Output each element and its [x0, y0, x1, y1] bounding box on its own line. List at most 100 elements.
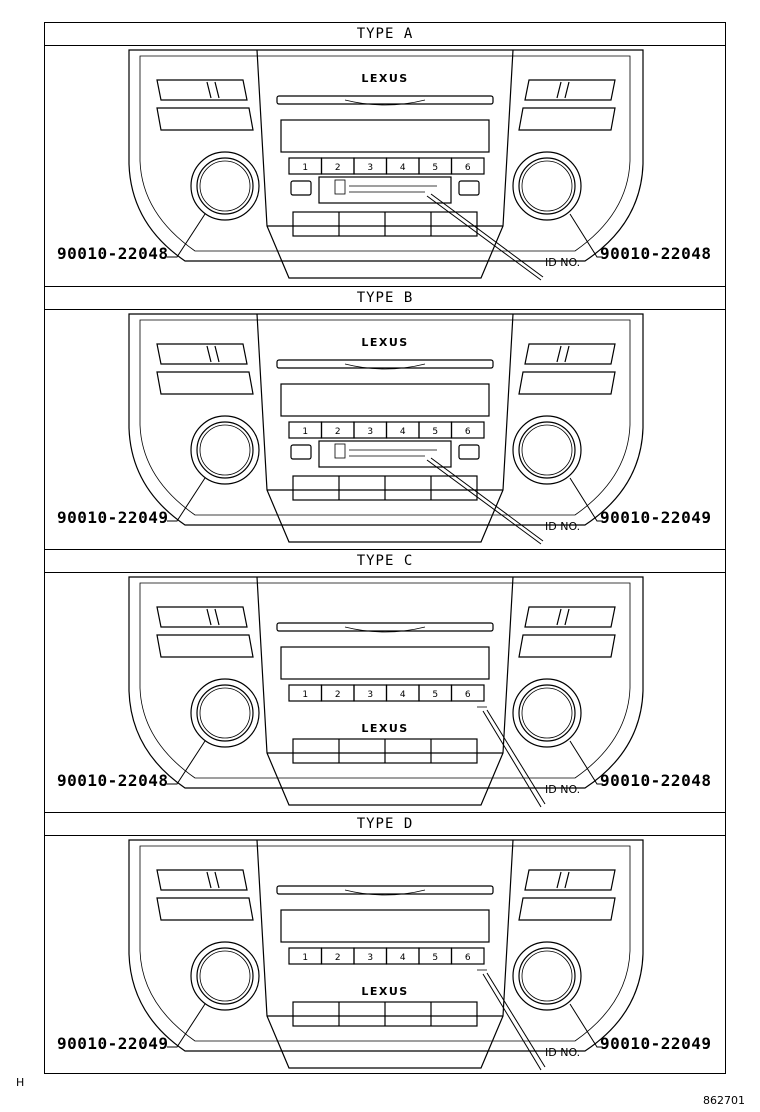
cd-slot-curve — [344, 99, 426, 106]
left-vent-upper — [156, 79, 248, 101]
right-vent-tab — [556, 345, 570, 363]
cassette-text-lines — [349, 449, 437, 457]
left-vent-tab — [206, 345, 220, 363]
right-knob-part-number: 90010-22048 — [600, 244, 712, 263]
right-knob-face — [521, 687, 573, 739]
cd-slot-curve — [344, 889, 426, 896]
preset-button-label: 6 — [465, 953, 471, 963]
bezel-inner-outline — [139, 55, 631, 252]
right-knob-leader — [569, 1003, 603, 1048]
right-vent-lower — [518, 897, 616, 921]
left-knob-face — [199, 424, 251, 476]
bezel-outline — [128, 576, 644, 789]
left-knob-ring — [196, 421, 254, 479]
right-knob-ring — [518, 421, 576, 479]
preset-button-6 — [450, 947, 485, 965]
footer-left-mark: H — [16, 1076, 25, 1089]
left-knob-leader — [167, 213, 206, 258]
preset-button-label: 3 — [367, 953, 373, 963]
right-knob-leader — [569, 477, 603, 522]
left-vent-lower — [156, 897, 254, 921]
right-vent-lower — [518, 634, 616, 658]
type-title: TYPE C — [45, 550, 725, 573]
type-title: TYPE D — [45, 813, 725, 836]
right-knob-part-number: 90010-22048 — [600, 771, 712, 790]
display-window — [280, 119, 490, 153]
left-knob-outer — [190, 415, 260, 485]
right-knob-outer — [512, 151, 582, 221]
right-vent-upper — [524, 343, 616, 365]
left-knob-part-number: 90010-22048 — [57, 244, 169, 263]
preset-button-label: 3 — [367, 163, 373, 173]
right-knob-face — [521, 424, 573, 476]
preset-button-6 — [450, 684, 485, 702]
id-leader-double — [430, 193, 544, 278]
display-window — [280, 646, 490, 680]
preset-button-label: 1 — [302, 427, 308, 437]
right-vent-upper — [524, 869, 616, 891]
left-vent-tab — [206, 81, 220, 99]
left-knob-ring — [196, 684, 254, 742]
brand-logo: LEXUS — [361, 336, 408, 349]
left-knob-part-number: 90010-22049 — [57, 508, 169, 527]
cassette-tab — [334, 443, 346, 459]
left-knob-outer — [190, 151, 260, 221]
id-number-label: ID NO. — [545, 1046, 581, 1059]
left-knob-ring — [196, 947, 254, 1005]
cd-slot — [276, 359, 494, 369]
left-knob-face — [199, 160, 251, 212]
id-leader — [482, 973, 542, 1071]
left-knob-leader — [167, 1003, 206, 1048]
bezel-outline — [128, 49, 644, 262]
cassette-tab — [334, 179, 346, 195]
preset-button-label: 1 — [302, 163, 308, 173]
preset-button-label: 5 — [432, 163, 438, 173]
preset-button-label: 4 — [400, 953, 406, 963]
cd-slot — [276, 885, 494, 895]
right-knob-ring — [518, 157, 576, 215]
lower-button-dividers — [338, 739, 432, 763]
right-knob-leader — [569, 213, 603, 258]
id-leader-double — [486, 972, 546, 1068]
preset-button-label: 4 — [400, 427, 406, 437]
left-vent-lower — [156, 634, 254, 658]
preset-button-label: 2 — [335, 953, 341, 963]
left-knob-outer — [190, 678, 260, 748]
lower-button-dividers — [338, 476, 432, 500]
preset-button-label: 1 — [302, 690, 308, 700]
left-small-button — [290, 180, 312, 196]
type-title: TYPE B — [45, 287, 725, 310]
preset-button-label: 5 — [432, 953, 438, 963]
cassette-panel — [318, 440, 452, 468]
right-knob-ring — [518, 947, 576, 1005]
preset-button-label: 4 — [400, 690, 406, 700]
id-leader — [482, 710, 542, 808]
right-vent-upper — [524, 79, 616, 101]
right-vent-tab — [556, 608, 570, 626]
right-knob-leader — [569, 740, 603, 785]
left-knob-ring — [196, 157, 254, 215]
right-vent-tab — [556, 871, 570, 889]
right-small-button — [458, 180, 480, 196]
left-knob-part-number: 90010-22049 — [57, 1034, 169, 1053]
center-column — [256, 839, 514, 1069]
left-vent-lower — [156, 371, 254, 395]
left-knob-leader — [167, 740, 206, 785]
bezel-inner-outline — [139, 582, 631, 779]
preset-button-label: 3 — [367, 690, 373, 700]
left-vent-upper — [156, 606, 248, 628]
left-vent-upper — [156, 343, 248, 365]
right-knob-outer — [512, 941, 582, 1011]
preset-button-label: 2 — [335, 427, 341, 437]
bezel-outline — [128, 839, 644, 1052]
preset-button-label: 1 — [302, 953, 308, 963]
cd-slot — [276, 95, 494, 105]
